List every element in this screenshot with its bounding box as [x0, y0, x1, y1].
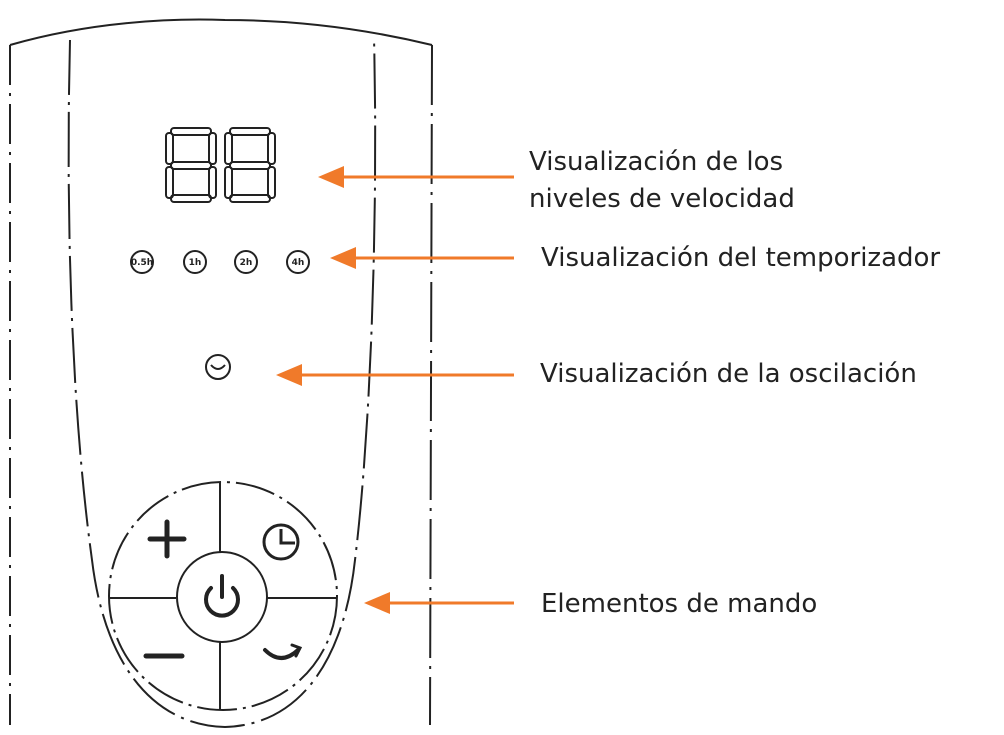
- front-panel-outline: [67, 37, 377, 729]
- oscillation-button[interactable]: [222, 600, 334, 708]
- timer-indicator-label: 0.5h: [131, 258, 153, 268]
- callout-controls: Elementos de mando: [541, 589, 818, 619]
- arrow-oscillation: [276, 364, 514, 386]
- timer-indicator-2h: 2h: [234, 250, 258, 274]
- control-pad: [108, 481, 338, 711]
- appliance-body-outline: [9, 18, 433, 46]
- timer-indicator-0-5h: 0.5h: [130, 250, 154, 274]
- oscillation-icon: [210, 364, 226, 370]
- callout-speed-display: Visualización de los niveles de velocida…: [529, 144, 795, 218]
- minus-button[interactable]: [112, 600, 222, 708]
- timer-indicator-label: 1h: [189, 258, 202, 268]
- clock-icon: [262, 523, 300, 561]
- arrow-controls: [364, 592, 514, 614]
- arrow-timer: [330, 247, 514, 269]
- appliance-right-edge: [429, 44, 433, 726]
- timer-indicator-row: 0.5h 1h 2h 4h: [130, 250, 310, 274]
- power-button[interactable]: [176, 551, 268, 643]
- power-icon: [204, 574, 240, 618]
- callout-oscillation: Visualización de la oscilación: [540, 359, 917, 389]
- timer-indicator-1h: 1h: [183, 250, 207, 274]
- timer-button[interactable]: [222, 485, 334, 595]
- seven-segment-digit-1: [165, 127, 217, 203]
- seven-segment-digit-2: [224, 127, 276, 203]
- timer-indicator-label: 4h: [292, 258, 305, 268]
- callout-arrows: [276, 166, 514, 614]
- plus-button[interactable]: [112, 485, 222, 595]
- oscillation-icon: [263, 643, 303, 660]
- callout-speed-line1: Visualización de los: [529, 147, 784, 177]
- oscillation-indicator: [205, 354, 231, 380]
- callout-speed-line2: niveles de velocidad: [529, 184, 795, 214]
- arrow-speed-display: [318, 166, 514, 188]
- speed-level-display: [165, 127, 276, 203]
- callout-timer: Visualización del temporizador: [541, 243, 941, 273]
- plus-icon: [147, 519, 187, 559]
- timer-indicator-4h: 4h: [286, 250, 310, 274]
- timer-indicator-label: 2h: [240, 258, 253, 268]
